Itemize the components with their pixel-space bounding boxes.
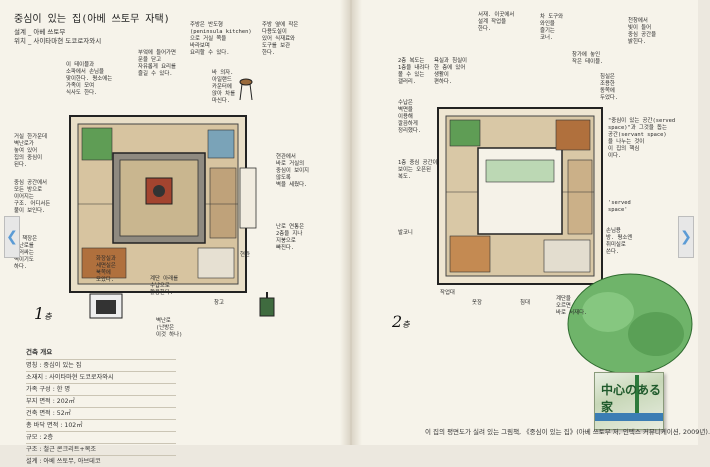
overview-row: 설계 : 아베 쓰토무, 아브데코 <box>26 455 176 467</box>
note-stove: 벽난로 (난방은 이것 하나) <box>156 318 183 338</box>
note-kitchen-door: 부엌에 들어가면 문을 닫고 자유롭게 요리를 즐길 수 있다. <box>138 50 176 77</box>
note-balcony: 발코니 <box>398 230 413 236</box>
overview-row: 소재지 : 사이타마현 도코로자와시 <box>26 371 176 383</box>
floor-plan-1f <box>69 115 257 293</box>
overview-row: 건축 면적 : 52㎡ <box>26 407 176 419</box>
building-overview: 건축 개요 명칭 : 중심이 있는 집 소재지 : 사이타마현 도코로자와시 가… <box>26 346 176 467</box>
floor-label-1f: 1층 <box>34 304 52 323</box>
overview-row: 규모 : 2층 <box>26 431 176 443</box>
floor-suffix-1f: 층 <box>44 312 52 321</box>
note-stair-storage: 계단 아래를 수납으로 활용한다. <box>150 276 179 296</box>
note-tea-wine: 차 도구와 와인을 즐기는 코너. <box>540 14 564 41</box>
note-bath-bedroom: 욕실과 침실이 한 층에 있어 생활이 편하다. <box>434 58 468 85</box>
note-utility-room: 주방 옆에 작은 다용도실이 있어 식재료와 도구를 보관 한다. <box>262 22 299 56</box>
book-caption: 이 집의 평면도가 실려 있는 그림책, 《중심이 있는 집》(아베 쓰토무 저… <box>425 428 710 436</box>
location-meta: 위치 _ 사이타마현 도코로자와시 <box>14 37 102 45</box>
fireplace-sketch <box>89 293 123 319</box>
book-band <box>595 413 663 421</box>
book-title: 中心のある家 <box>601 383 662 414</box>
note-east-bedroom: 침실은 조용한 동쪽에 두었다. <box>600 74 619 101</box>
page-title: 중심이 있는 집(아베 쓰토무 자택) <box>14 14 170 25</box>
note-served-space: "중심이 있는 공간(served space)"과 그것을 돕는 공간(ser… <box>608 118 676 159</box>
floor-label-2f: 2층 <box>392 312 410 331</box>
designer-meta: 설계 _ 아베 쓰토무 <box>14 28 66 36</box>
note-fireplace-center: 거실 한가운데 벽난로가 놓여 있어 집의 중심이 된다. <box>14 134 48 168</box>
chevron-right-icon: ❯ <box>680 229 692 245</box>
stove-sketch <box>259 292 275 317</box>
book-cross-mark <box>635 375 639 419</box>
note-skylight: 천창에서 빛이 들어 중심 공간을 밝힌다. <box>628 18 657 45</box>
overview-row: 부지 면적 : 202㎡ <box>26 395 176 407</box>
note-served-label: 'served space' <box>608 200 631 213</box>
note-study: 서재. 이곳에서 설계 작업을 한다. <box>478 12 515 32</box>
note-gallery-corridor: 2층 복도는 1층을 내려다 볼 수 있는 갤러리. <box>398 58 430 85</box>
overview-row: 명칭 : 중심이 있는 집 <box>26 359 176 371</box>
floor-number-2f: 2 <box>392 312 403 331</box>
note-wall-storage: 수납은 벽면을 이용해 깔끔하게 정리했다. <box>398 100 422 134</box>
note-workbench: 작업대 <box>440 290 455 296</box>
overview-row: 구조 : 철근 콘크리트+목조 <box>26 443 176 455</box>
note-bar-stool: 바 의자. 아일랜드 카운터에 앉아 차를 마신다. <box>212 70 236 104</box>
note-chimney: 난로 연통은 2층을 지나 지붕으로 빠진다. <box>276 224 305 251</box>
note-entrance-wall: 현관에서 바로 거실의 중심이 보이지 않도록 벽을 세웠다. <box>276 154 310 188</box>
note-peninsula-kitchen: 주방은 반도형 (peninsula kitchen) 으로 거실 쪽을 바라보… <box>190 22 252 56</box>
floor-plan-2f <box>437 107 603 285</box>
floor-suffix-2f: 층 <box>402 320 410 329</box>
overview-title: 건축 개요 <box>26 348 53 356</box>
chevron-left-icon: ❮ <box>6 229 18 245</box>
overview-row: 총 바닥 면적 : 102㎡ <box>26 419 176 431</box>
book-gutter <box>340 0 362 445</box>
overview-row: 가족 구성 : 한 명 <box>26 383 176 395</box>
note-stairs-study: 계단을 오르면 바로 서재다. <box>556 296 588 316</box>
picture-book-cover: 中心のある家 <box>594 372 664 430</box>
note-guest-room: 손님용 방. 평소엔 취미실로 쓴다. <box>606 228 633 255</box>
note-center-space: 중심 공간에서 모든 방으로 이어지는 구조. 어디서든 불이 보인다. <box>14 180 51 214</box>
note-bed: 침대 <box>520 300 530 306</box>
next-page-button[interactable]: ❯ <box>678 216 694 258</box>
note-bathroom: 화장실과 세면실은 북쪽에 모았다. <box>96 256 116 283</box>
note-closet: 옷장 <box>472 300 482 306</box>
tree-sketch <box>567 273 693 375</box>
note-storage: 창고 <box>214 300 224 306</box>
stool-sketch <box>239 78 253 101</box>
note-open-corridor: 1층 중심 공간이 보이는 오픈된 복도. <box>398 160 438 180</box>
note-living-table: 이 테이블과 소파에서 손님을 맞이한다. 평소에는 가족이 모여 식사도 한다… <box>66 62 113 96</box>
note-window-table: 창가에 놓인 작은 테이블. <box>572 52 604 65</box>
floor-number-1f: 1 <box>34 304 45 323</box>
prev-page-button[interactable]: ❮ <box>4 216 20 258</box>
note-entrance: 현관 <box>240 252 250 258</box>
